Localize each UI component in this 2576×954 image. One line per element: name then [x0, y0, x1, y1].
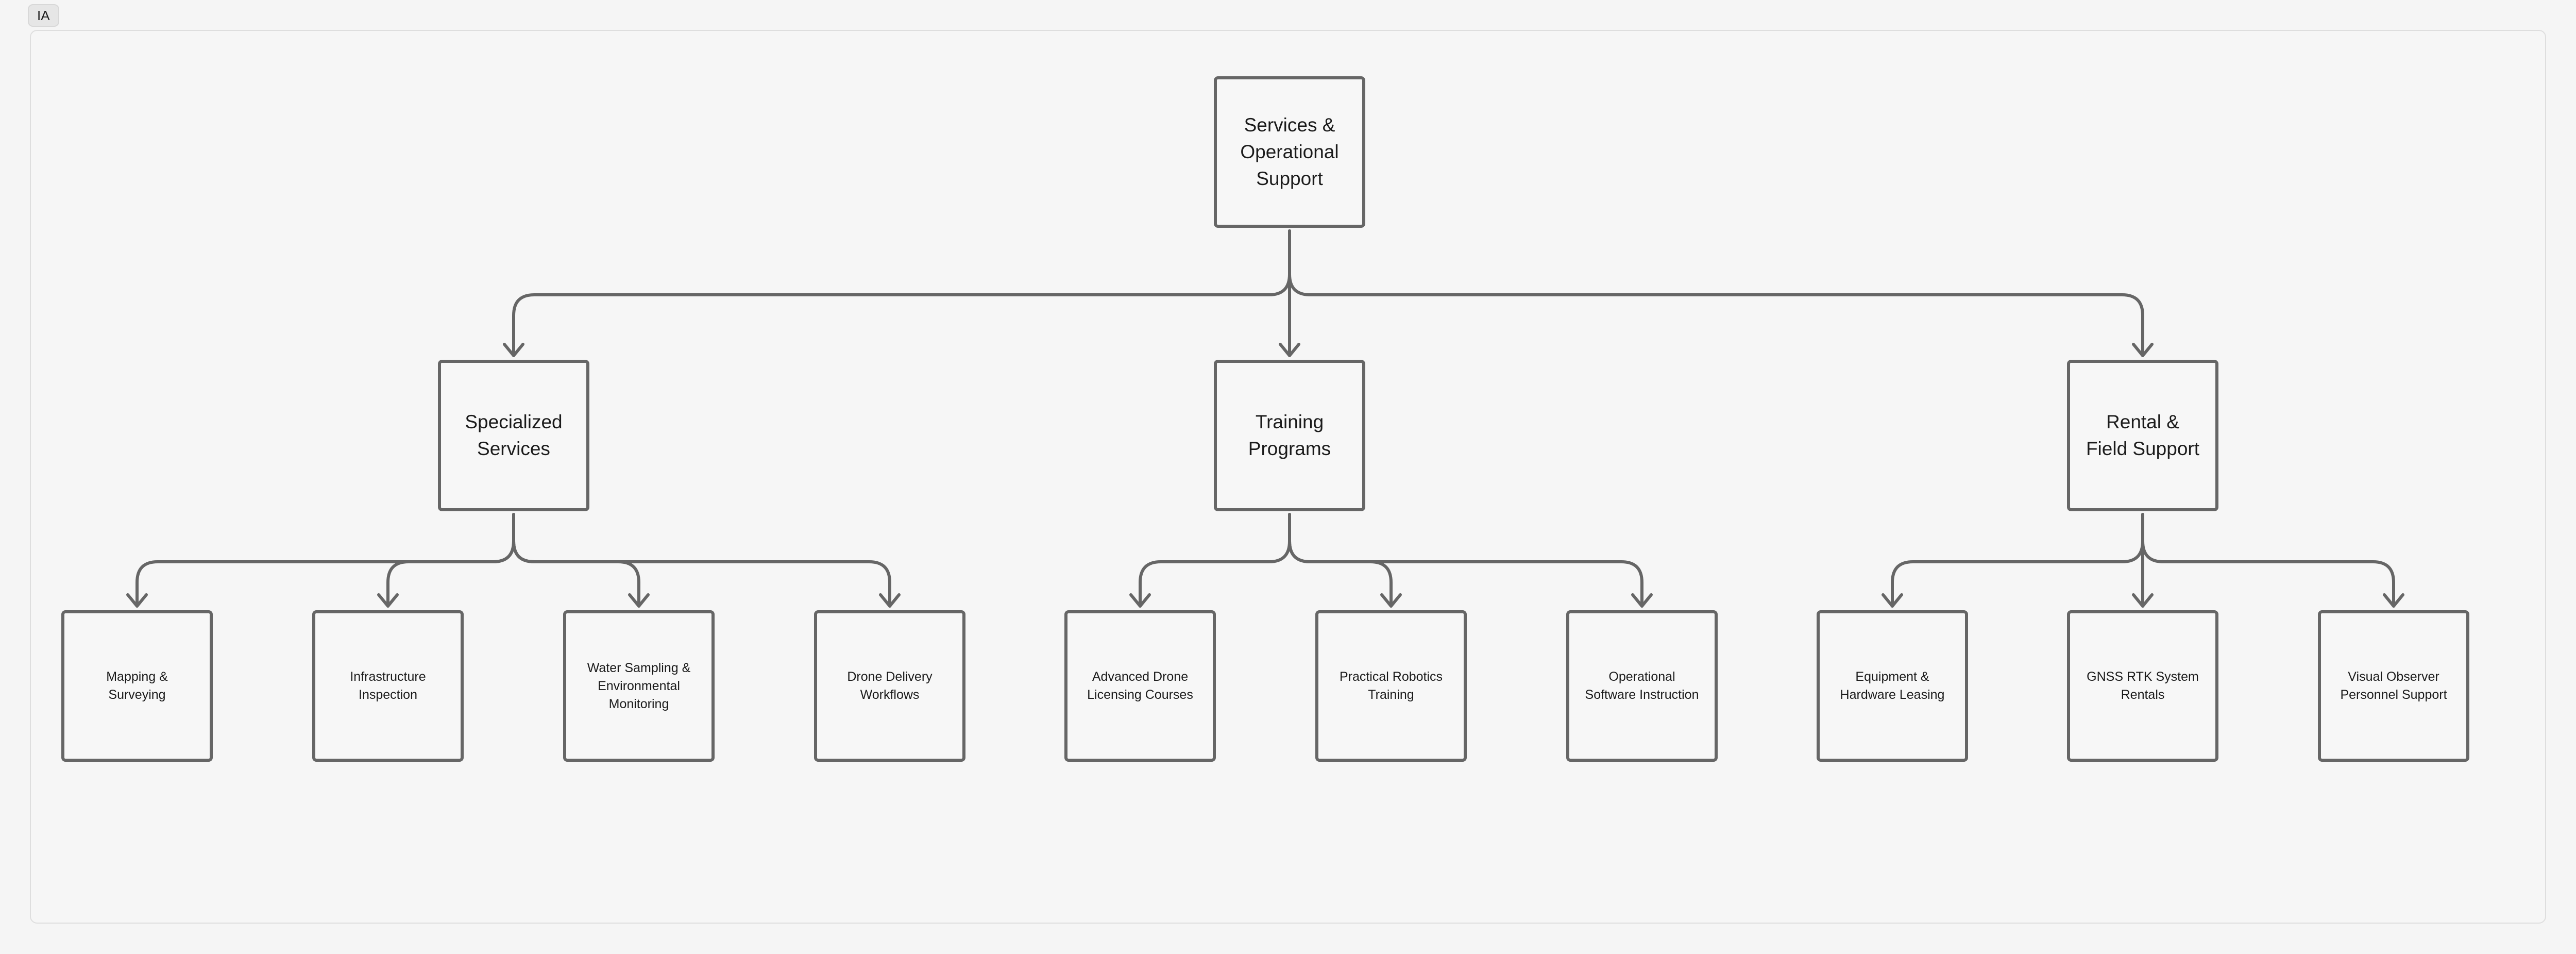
leaf-node-mapping-surveying[interactable]: Mapping & Surveying — [61, 610, 213, 762]
leaf-node-robotics-training[interactable]: Practical Robotics Training — [1315, 610, 1467, 762]
leaf-node-water-sampling[interactable]: Water Sampling & Environmental Monitorin… — [563, 610, 715, 762]
leaf-node-label: Water Sampling & Environmental Monitorin… — [587, 660, 691, 711]
arrowhead-icon — [1279, 343, 1300, 357]
leaf-node-gnss-rentals[interactable]: GNSS RTK System Rentals — [2067, 610, 2218, 762]
arrowhead-icon — [1129, 593, 1151, 608]
section-node-specialized-services[interactable]: Specialized Services — [438, 360, 589, 511]
leaf-node-drone-licensing[interactable]: Advanced Drone Licensing Courses — [1064, 610, 1216, 762]
connector-section-to-leaf — [386, 513, 515, 608]
arrowhead-icon — [879, 593, 901, 608]
root-node[interactable]: Services & Operational Support — [1214, 76, 1365, 228]
section-node-label: Specialized Services — [465, 411, 563, 459]
connector-section-to-leaf — [1288, 513, 1643, 608]
leaf-node-software-instruction[interactable]: Operational Software Instruction — [1566, 610, 1718, 762]
arrowhead-icon — [126, 593, 148, 608]
arrowhead-icon — [1882, 593, 1903, 608]
section-node-label: Rental & Field Support — [2086, 411, 2200, 459]
leaf-node-label: Drone Delivery Workflows — [847, 670, 933, 702]
leaf-node-label: Infrastructure Inspection — [350, 670, 426, 702]
arrowhead-icon — [377, 593, 399, 608]
arrowhead-icon — [628, 593, 650, 608]
arrowhead-icon — [2132, 593, 2154, 608]
root-node-label: Services & Operational Support — [1240, 114, 1339, 189]
arrowhead-icon — [2132, 343, 2154, 357]
leaf-node-label: Practical Robotics Training — [1339, 670, 1443, 702]
leaf-node-label: GNSS RTK System Rentals — [2087, 670, 2199, 702]
connector-section-to-leaf — [1891, 513, 2144, 608]
ia-tab[interactable]: IA — [28, 4, 59, 27]
leaf-node-drone-delivery[interactable]: Drone Delivery Workflows — [814, 610, 965, 762]
section-node-label: Training Programs — [1248, 411, 1331, 459]
connector-root-to-section — [1288, 229, 2144, 357]
leaf-node-infrastructure-inspection[interactable]: Infrastructure Inspection — [312, 610, 464, 762]
leaf-node-label: Mapping & Surveying — [106, 670, 168, 702]
leaf-node-label: Operational Software Instruction — [1585, 670, 1699, 702]
leaf-node-label: Advanced Drone Licensing Courses — [1087, 670, 1193, 702]
leaf-node-label: Equipment & Hardware Leasing — [1840, 670, 1945, 702]
connector-section-to-leaf — [1139, 513, 1291, 608]
section-node-training-programs[interactable]: Training Programs — [1214, 360, 1365, 511]
connector-section-to-leaf — [2141, 513, 2395, 608]
arrowhead-icon — [2383, 593, 2404, 608]
section-node-rental-field-support[interactable]: Rental & Field Support — [2067, 360, 2218, 511]
arrowhead-icon — [1380, 593, 1402, 608]
leaf-node-visual-observer[interactable]: Visual Observer Personnel Support — [2318, 610, 2469, 762]
leaf-node-equipment-leasing[interactable]: Equipment & Hardware Leasing — [1817, 610, 1968, 762]
arrowhead-icon — [1631, 593, 1653, 608]
leaf-node-label: Visual Observer Personnel Support — [2340, 670, 2447, 702]
connector-section-to-leaf — [512, 513, 891, 608]
arrowhead-icon — [503, 343, 524, 357]
connector-root-to-section — [512, 229, 1291, 357]
